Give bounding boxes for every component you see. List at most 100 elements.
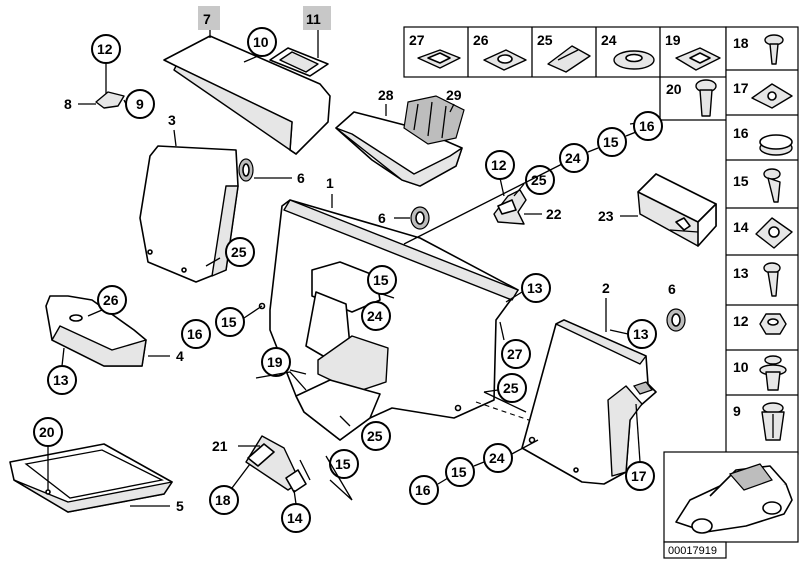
callout-20-mat: 20 [33, 417, 63, 490]
svg-text:25: 25 [531, 172, 547, 188]
clip-nut-14-icon [755, 217, 793, 249]
svg-text:10: 10 [253, 34, 269, 50]
callout-25a: 25 [205, 237, 255, 267]
callout-17: 17 [625, 403, 655, 491]
callout-2: 2 [602, 280, 610, 296]
top-row-label-24: 24 [601, 32, 617, 48]
callout-29: 29 [446, 87, 462, 103]
svg-text:12: 12 [97, 41, 113, 57]
right-side-trim-panel [521, 319, 657, 485]
side-label-18: 18 [733, 35, 749, 51]
callout-16-chain: 16 [633, 111, 663, 141]
callout-7: 7 [203, 11, 211, 27]
screw-15-icon [763, 168, 781, 203]
side-label-9: 9 [733, 403, 741, 419]
svg-text:15: 15 [373, 272, 389, 288]
callout-12-topleft: 12 [91, 34, 121, 94]
svg-text:25: 25 [503, 380, 519, 396]
svg-text:24: 24 [367, 308, 383, 324]
callout-25b: 25 [483, 373, 527, 403]
storage-cover-part [335, 95, 465, 187]
callout-1: 1 [326, 175, 334, 191]
svg-text:12: 12 [491, 157, 507, 173]
expansion-rivet-10-icon [759, 355, 787, 391]
callout-4: 4 [176, 348, 184, 364]
svg-text:18: 18 [215, 492, 231, 508]
diagram-id: 00017919 [668, 545, 717, 557]
callout-26-left: 26 [87, 285, 127, 317]
side-label-12: 12 [733, 313, 749, 329]
svg-text:13: 13 [633, 326, 649, 342]
callout-11: 11 [306, 11, 321, 27]
plug-cap-16-icon [759, 134, 793, 156]
callout-5: 5 [176, 498, 184, 514]
rear-shelf-part [163, 6, 331, 155]
callout-19: 19 [261, 347, 307, 377]
callout-23: 23 [598, 208, 614, 224]
top-row-label-27: 27 [409, 32, 425, 48]
side-parts-column: 18 17 16 15 14 13 12 [725, 26, 799, 455]
first-aid-kit-part [637, 173, 717, 247]
callout-25c: 25 [339, 415, 391, 451]
screw-13-icon [763, 262, 781, 297]
side-label-17: 17 [733, 80, 749, 96]
svg-text:16: 16 [415, 482, 431, 498]
side-label-14: 14 [733, 219, 749, 235]
svg-text:24: 24 [565, 150, 581, 166]
floor-mat-part [9, 443, 173, 513]
callout-13-right: 13 [609, 319, 657, 349]
callout-16-bottom: 16 [409, 475, 439, 505]
callout-15b: 15 [329, 449, 359, 479]
callout-14-clip: 14 [281, 489, 311, 533]
side-label-16: 16 [733, 125, 749, 141]
svg-text:25: 25 [367, 428, 383, 444]
grommet-6-right-icon [666, 308, 686, 332]
callout-22: 22 [546, 206, 562, 222]
mount-bracket-8-icon [95, 91, 125, 109]
grommet-6-left-icon [238, 158, 254, 182]
callout-9-topleft: 9 [123, 89, 155, 119]
push-rivet-20-icon [695, 79, 717, 117]
mounting-bracket-22-icon [493, 189, 527, 225]
side-label-13: 13 [733, 265, 749, 281]
grommet-6-center-icon [410, 206, 430, 230]
svg-text:20: 20 [39, 424, 55, 440]
svg-text:16: 16 [187, 326, 203, 342]
top-row-label-19: 19 [665, 32, 681, 48]
callout-15-bottom: 15 [445, 457, 475, 487]
callout-24-chain: 24 [559, 143, 589, 173]
callout-28: 28 [378, 87, 394, 103]
spring-clip-25-icon [547, 45, 591, 73]
svg-text:15: 15 [335, 456, 351, 472]
screw-18-icon [764, 34, 784, 65]
svg-text:15: 15 [221, 314, 237, 330]
svg-text:13: 13 [53, 372, 69, 388]
callout-6b: 6 [378, 210, 386, 226]
callout-6c: 6 [668, 281, 676, 297]
svg-text:17: 17 [631, 468, 647, 484]
main-rear-panel [258, 199, 519, 441]
svg-text:14: 14 [287, 510, 303, 526]
callout-24a: 24 [361, 301, 391, 331]
svg-text:13: 13 [527, 280, 543, 296]
vent-grille-29-icon [403, 95, 465, 145]
callout-16-left: 16 [181, 319, 211, 349]
svg-text:26: 26 [103, 292, 119, 308]
vehicle-location-thumbnail [663, 451, 799, 543]
callout-13-left: 13 [47, 347, 77, 395]
callout-24-bottom: 24 [483, 443, 513, 473]
side-label-15: 15 [733, 173, 749, 189]
callout-13a: 13 [505, 273, 551, 303]
svg-text:27: 27 [507, 346, 523, 362]
callout-15a: 15 [367, 265, 397, 299]
top-row-label-25: 25 [537, 32, 553, 48]
screw-label-20: 20 [666, 81, 682, 97]
callout-21: 21 [212, 438, 228, 454]
callout-15-left: 15 [215, 305, 263, 337]
callout-3: 3 [168, 112, 176, 128]
callout-12-bracket: 12 [485, 150, 515, 197]
callout-18-clip: 18 [209, 463, 251, 515]
svg-text:9: 9 [136, 96, 144, 112]
callout-6a: 6 [297, 170, 305, 186]
